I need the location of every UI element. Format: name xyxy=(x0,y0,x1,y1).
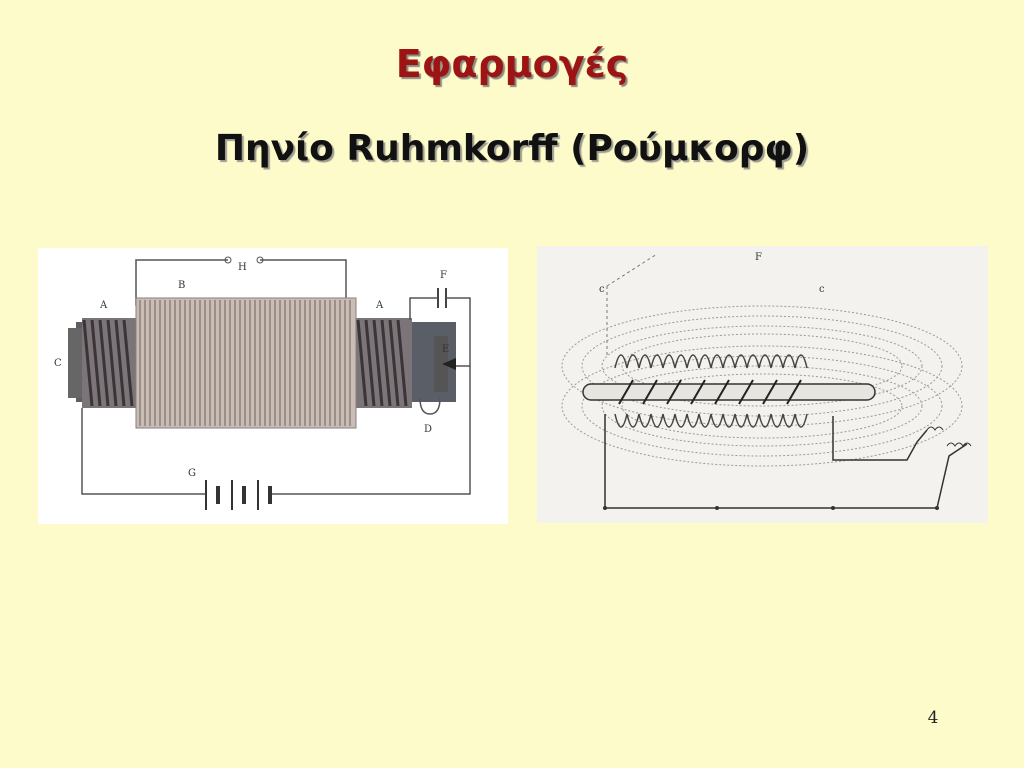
magnetic-field-svg: F c c xyxy=(561,252,972,510)
slide-subtitle: Πηνίο Ruhmkorff (Ρούμκορφ) xyxy=(214,128,810,169)
label-f-right: F xyxy=(755,252,762,263)
primary-winding-left xyxy=(82,318,136,408)
spark-gap-right xyxy=(946,442,972,447)
capacitor-wire-right xyxy=(446,297,471,367)
circuit-bottom-wire xyxy=(604,414,968,509)
magnetic-field-drawing: F c c xyxy=(537,246,988,523)
top-dashed-lines xyxy=(606,253,658,287)
label-c-top: c xyxy=(599,284,605,295)
label-a-right: A xyxy=(375,300,384,311)
spring-d xyxy=(419,397,441,415)
circuit-nodes xyxy=(603,506,939,510)
label-h: H xyxy=(238,262,247,273)
label-f: F xyxy=(440,270,447,281)
core-end-left xyxy=(68,328,82,398)
label-c: C xyxy=(54,358,62,369)
battery xyxy=(205,480,272,510)
interrupter-contact xyxy=(442,358,456,370)
circuit-right-wire xyxy=(832,416,928,461)
field-lines xyxy=(561,305,963,467)
label-c-top2: c xyxy=(819,284,825,295)
spark-gap-left xyxy=(926,426,944,431)
label-a-left: A xyxy=(99,300,108,311)
core-end-right xyxy=(434,336,448,392)
lower-coil xyxy=(614,413,808,428)
bottom-wire-right xyxy=(272,366,471,495)
top-wire-right xyxy=(260,259,347,306)
secondary-winding xyxy=(135,297,357,429)
core-bar xyxy=(582,383,876,401)
label-d: D xyxy=(424,424,432,435)
slide-title: Εφαρμογές xyxy=(395,42,629,86)
bottom-wire-left xyxy=(81,408,206,495)
top-wire-left xyxy=(135,259,228,306)
core-winding xyxy=(618,379,802,405)
primary-winding-right xyxy=(356,318,412,408)
induction-coil-diagram: H F E D xyxy=(38,248,508,524)
page-number: 4 xyxy=(927,708,939,728)
label-g: G xyxy=(188,468,196,479)
upper-coil xyxy=(614,354,808,369)
label-b: B xyxy=(178,280,185,291)
induction-coil-svg: H F E D xyxy=(54,256,471,510)
terminal-left xyxy=(224,256,232,264)
label-e: E xyxy=(442,344,449,355)
capacitor-wire-top xyxy=(409,297,438,320)
